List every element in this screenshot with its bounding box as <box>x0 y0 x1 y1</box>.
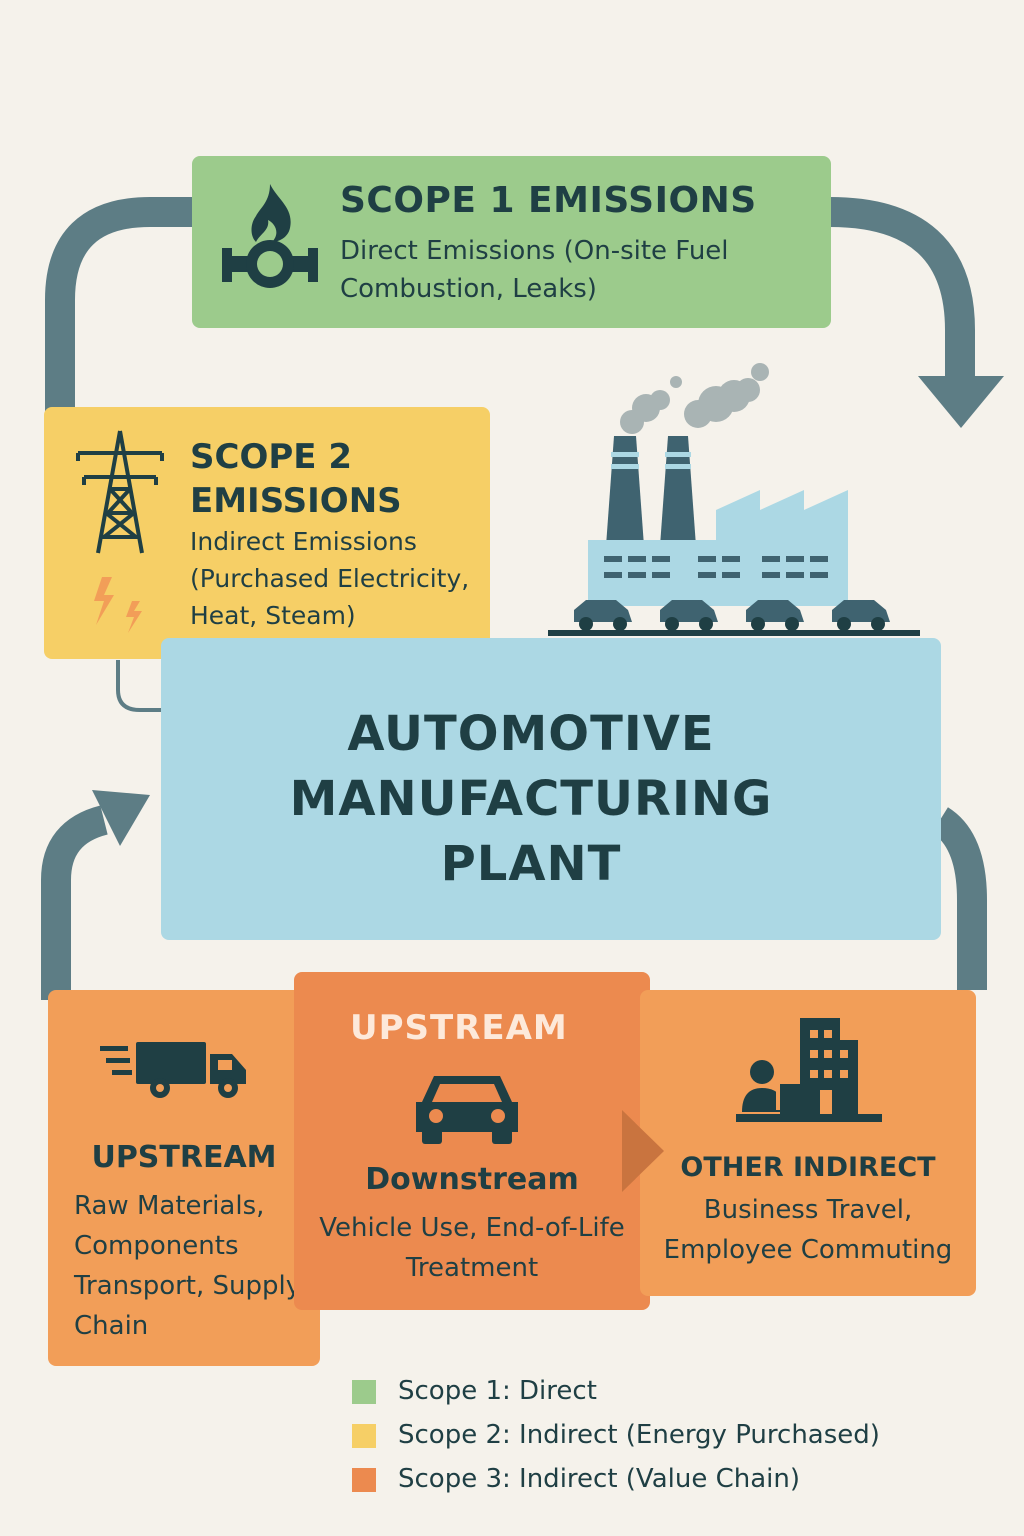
legend-swatch-scope3 <box>352 1468 376 1492</box>
plant-title: AUTOMOTIVE MANUFACTURING PLANT <box>289 706 773 892</box>
legend-swatch-scope1 <box>352 1380 376 1404</box>
plant-box: AUTOMOTIVE MANUFACTURING PLANT <box>161 638 941 940</box>
factory-icon <box>548 363 920 636</box>
scope2-title: SCOPE 2 EMISSIONS <box>190 437 402 521</box>
flow-arrow-right-top <box>829 197 975 380</box>
flow-arrow-left-bottom <box>41 805 109 1000</box>
other-indirect-description: Business Travel, Employee Commuting <box>663 1195 953 1265</box>
lightning-icon <box>94 577 142 633</box>
flow-arrow-left-top <box>45 197 196 412</box>
flow-arrow-right-bottom <box>931 807 987 990</box>
legend-swatch-scope2 <box>352 1424 376 1448</box>
chevron-right-icon <box>622 1110 664 1192</box>
other-indirect-box: OTHER INDIRECT Business Travel, Employee… <box>640 990 976 1296</box>
legend-label-scope2: Scope 2: Indirect (Energy Purchased) <box>398 1420 880 1450</box>
scope1-box: SCOPE 1 EMISSIONS Direct Emissions (On-s… <box>192 156 831 328</box>
upstream-box: UPSTREAM Raw Materials, Components Trans… <box>48 990 320 1366</box>
upstream-title: UPSTREAM <box>91 1140 277 1175</box>
other-indirect-title: OTHER INDIRECT <box>680 1152 936 1183</box>
downstream-heading: UPSTREAM <box>350 1008 568 1048</box>
scope2-box: SCOPE 2 EMISSIONS Indirect Emissions (Pu… <box>44 407 490 659</box>
downstream-title: Downstream <box>365 1162 579 1197</box>
arrowhead-right-down <box>918 376 1004 428</box>
legend-label-scope1: Scope 1: Direct <box>398 1376 597 1406</box>
truck-icon <box>100 1042 246 1098</box>
upstream-description: Raw Materials, Components Transport, Sup… <box>74 1191 302 1341</box>
downstream-description: Vehicle Use, End-of-Life Treatment <box>319 1213 625 1283</box>
scope2-description: Indirect Emissions (Purchased Electricit… <box>190 527 470 630</box>
pipe-valve-icon <box>222 240 318 288</box>
downstream-box: UPSTREAM Downstream Vehicle Use, End-of-… <box>294 972 650 1310</box>
office-worker-icon <box>736 1018 882 1122</box>
arrowhead-left-up <box>92 790 150 846</box>
scope2-connector <box>116 660 212 712</box>
flame-icon <box>251 184 291 242</box>
power-tower-icon <box>76 430 164 554</box>
scope1-description: Direct Emissions (On-site Fuel Combustio… <box>340 236 729 304</box>
car-icon <box>416 1076 518 1144</box>
scope1-title: SCOPE 1 EMISSIONS <box>340 180 757 221</box>
legend-label-scope3: Scope 3: Indirect (Value Chain) <box>398 1464 800 1494</box>
